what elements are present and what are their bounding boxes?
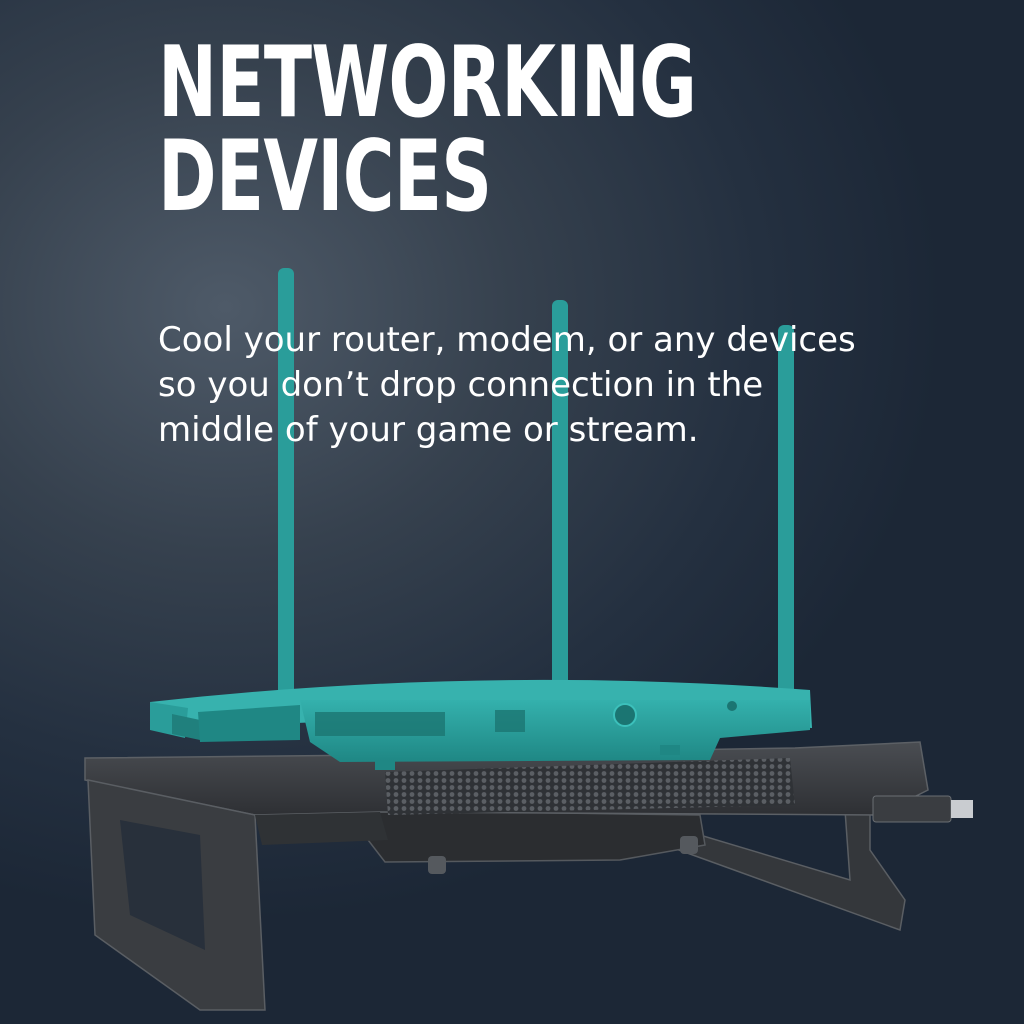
description-text: Cool your router, modem, or any devices … <box>158 318 918 453</box>
description-line-1: Cool your router, modem, or any devices <box>158 320 856 360</box>
antenna-icon <box>278 268 794 720</box>
cooling-stand-icon <box>84 741 973 1011</box>
headline-line-2: DEVICES <box>158 120 492 234</box>
description-line-3: middle of your game or stream. <box>158 410 699 450</box>
headline: NETWORKING DEVICES <box>158 34 697 226</box>
router-icon <box>150 679 812 770</box>
description-line-2: so you don’t drop connection in the <box>158 365 764 405</box>
usb-connector-icon <box>872 795 973 823</box>
headline-line-1: NETWORKING <box>158 26 697 140</box>
